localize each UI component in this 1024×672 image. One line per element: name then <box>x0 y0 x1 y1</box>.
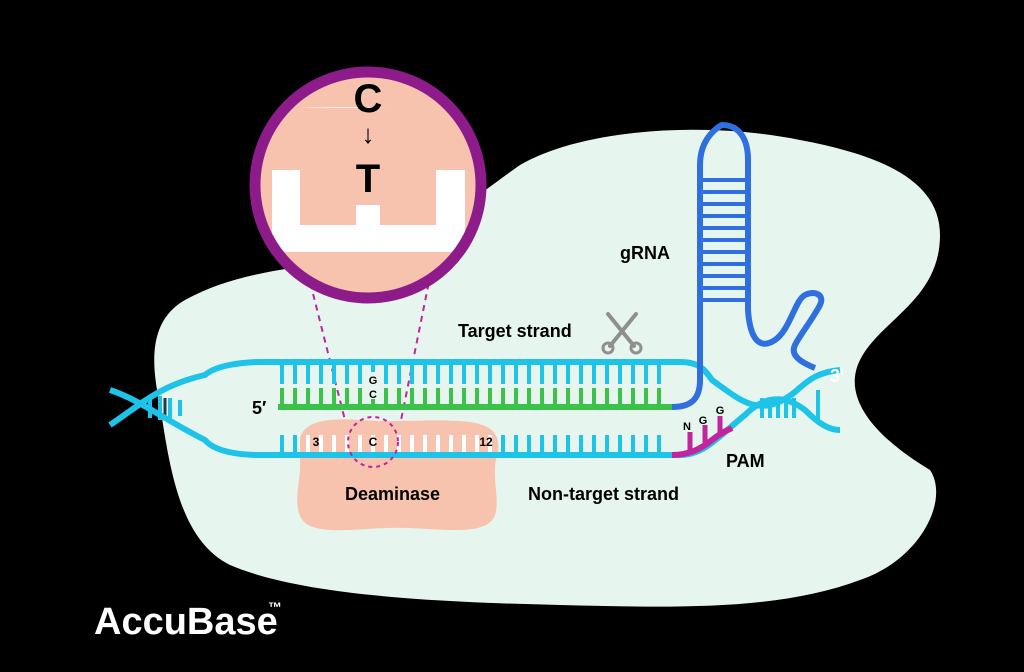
zoom-bottom-base: T <box>356 157 380 201</box>
brand-trademark: ™ <box>268 599 282 615</box>
deaminase-label: Deaminase <box>345 484 440 504</box>
grna-hairpin <box>671 122 825 410</box>
non-target-strand-bases <box>280 435 661 453</box>
five-prime-label: 5′ <box>252 398 266 418</box>
three-prime-label: 3′ <box>830 366 844 386</box>
edit-site-c-label: C <box>369 435 378 449</box>
zoom-conversion-arrow: ↓ <box>362 119 375 149</box>
zoom-top-base: C <box>354 77 383 121</box>
pam-segment <box>671 425 734 458</box>
brand-name: AccuBase <box>94 601 278 643</box>
zoom-guide-left <box>304 261 351 441</box>
zoom-guide-right <box>396 261 434 441</box>
pair-c-label: C <box>369 389 377 401</box>
target-strand-label: Target strand <box>458 321 572 341</box>
pam-g1-label: G <box>699 415 708 427</box>
edit-site-highlight <box>347 416 399 468</box>
zoom-magnifier <box>249 66 487 304</box>
pam-g2-label: G <box>716 405 725 417</box>
window-end-label: 12 <box>479 435 493 449</box>
non-target-strand-label: Non-target strand <box>528 484 679 504</box>
pam-label: PAM <box>726 451 765 471</box>
zoom-ring <box>249 66 487 304</box>
pair-g-label: G <box>369 375 378 387</box>
zoom-dna-backbone <box>272 170 465 252</box>
scissors-icon <box>601 312 643 355</box>
grna-stem-pairs <box>703 178 745 302</box>
window-start-label: 3 <box>313 435 320 449</box>
pam-n-label: N <box>683 421 691 433</box>
grna-label: gRNA <box>620 243 670 263</box>
target-strand-base-pairs <box>280 364 661 405</box>
